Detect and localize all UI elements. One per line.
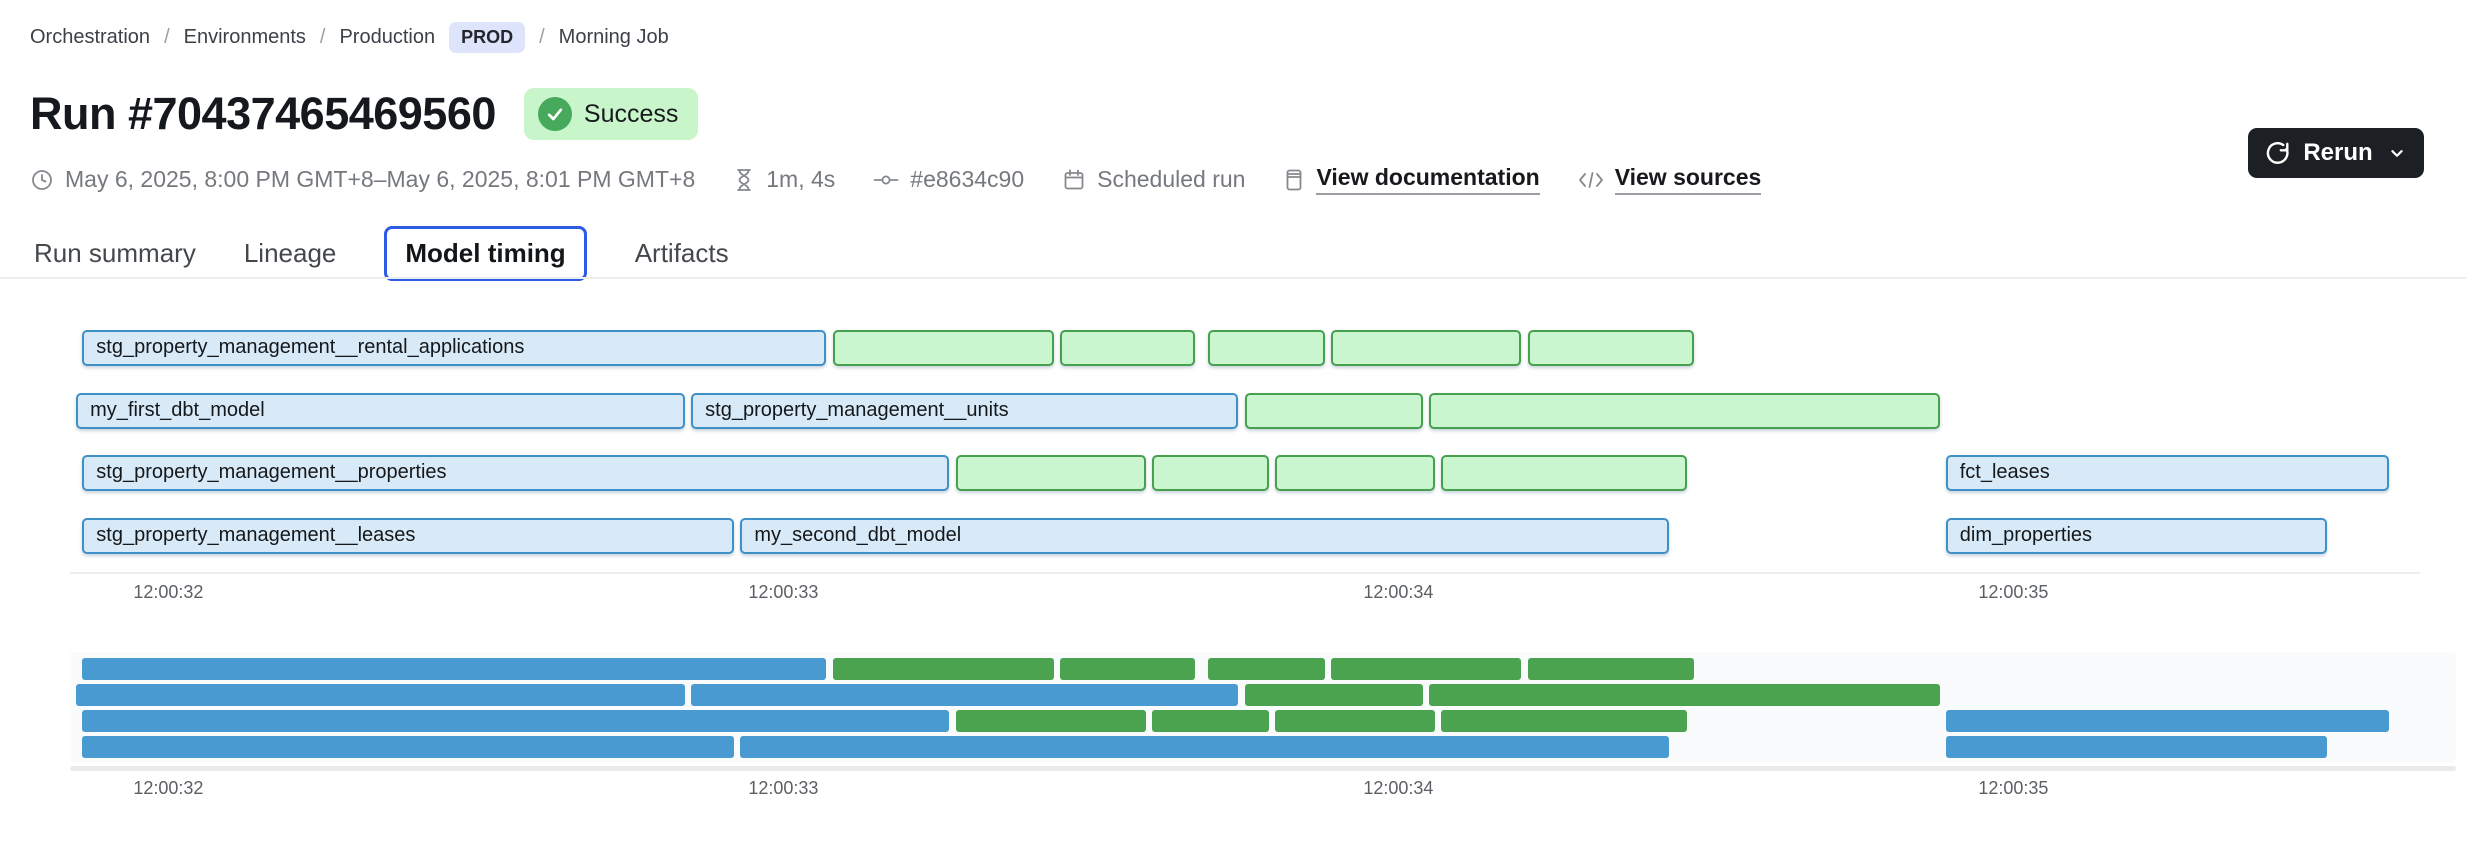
gantt-bar-dim_properties[interactable]: dim_properties xyxy=(1945,517,2328,554)
rerun-label: Rerun xyxy=(2303,139,2373,166)
minimap-bar-test[interactable] xyxy=(1060,658,1196,680)
time-tick-label: 12:00:34 xyxy=(1363,778,1434,798)
gantt-bar-label: stg_property_management__rental_applicat… xyxy=(96,336,525,358)
minimap-bar-test[interactable] xyxy=(955,710,1147,732)
minimap-bar-test[interactable] xyxy=(1527,658,1694,680)
gantt-bar-my_second_dbt_model[interactable]: my_second_dbt_model xyxy=(740,517,1669,554)
breadcrumb-separator: / xyxy=(319,26,326,48)
status-badge: Success xyxy=(523,88,699,140)
rerun-button[interactable]: Rerun xyxy=(2248,128,2424,178)
minimap-bar-test[interactable] xyxy=(1275,710,1436,732)
minimap-bar-stg_property_management__properties[interactable] xyxy=(82,710,950,732)
breadcrumb-production[interactable]: Production xyxy=(339,26,436,48)
gantt-bar-test[interactable] xyxy=(1207,330,1325,366)
minimap-bar-stg_property_management__rental_applications[interactable] xyxy=(82,658,827,680)
gantt-bar-fct_leases[interactable]: fct_leases xyxy=(1945,455,2389,491)
minimap-bar-stg_property_management__units[interactable] xyxy=(691,684,1239,706)
minimap-bar-test[interactable] xyxy=(1429,684,1940,706)
minimap-track[interactable] xyxy=(70,766,2456,771)
time-tick-label: 12:00:32 xyxy=(133,582,204,602)
gantt-bar-label: dim_properties xyxy=(1959,523,2093,546)
code-icon xyxy=(1578,171,1603,188)
time-tick-label: 12:00:34 xyxy=(1363,582,1434,602)
gantt-bar-label: stg_property_management__leases xyxy=(96,523,416,546)
run-tabs: Run summary Lineage Model timing Artifac… xyxy=(34,225,729,281)
gantt-bar-test[interactable] xyxy=(832,330,1054,366)
minimap-bar-my_second_dbt_model[interactable] xyxy=(740,736,1669,758)
gantt-bar-stg_property_management__leases[interactable]: stg_property_management__leases xyxy=(82,517,735,554)
breadcrumb-environments[interactable]: Environments xyxy=(183,26,306,48)
minimap-bar-test[interactable] xyxy=(1330,658,1522,680)
time-tick-label: 12:00:33 xyxy=(748,778,819,798)
title-row: Run #70437465469560 Success xyxy=(30,88,699,140)
view-documentation-link-item: View documentation xyxy=(1283,164,1540,195)
gantt-axis-line xyxy=(70,572,2420,574)
minimap-bar-my_first_dbt_model[interactable] xyxy=(76,684,685,706)
trigger-type: Scheduled run xyxy=(1062,166,1245,193)
commit-icon xyxy=(873,174,899,184)
run-duration: 1m, 4s xyxy=(733,166,835,193)
document-icon xyxy=(1287,169,1302,190)
chevron-down-icon xyxy=(2390,150,2403,157)
minimap-bar-test[interactable] xyxy=(1152,710,1270,732)
gantt-bar-label: my_first_dbt_model xyxy=(90,398,265,421)
breadcrumb: Orchestration / Environments / Productio… xyxy=(30,22,669,53)
check-icon xyxy=(537,97,572,131)
breadcrumb-separator: / xyxy=(539,26,545,48)
gantt-minimap: 12:00:32 12:00:33 12:00:34 12:00:35 xyxy=(70,650,2456,820)
gantt-bar-test[interactable] xyxy=(1152,455,1270,491)
time-tick-label: 12:00:32 xyxy=(133,778,204,798)
time-tick-label: 12:00:35 xyxy=(1978,582,2049,602)
breadcrumb-orchestration[interactable]: Orchestration xyxy=(30,26,151,48)
gantt-bar-stg_property_management__properties[interactable]: stg_property_management__properties xyxy=(82,455,950,491)
gantt-bar-test[interactable] xyxy=(1060,330,1196,366)
gantt-bar-test[interactable] xyxy=(1441,455,1688,491)
gantt-bar-test[interactable] xyxy=(1527,330,1694,366)
tab-model-timing[interactable]: Model timing xyxy=(384,225,587,281)
page-title: Run #70437465469560 xyxy=(30,88,496,139)
gantt-bar-label: stg_property_management__properties xyxy=(96,461,447,483)
model-timing-gantt: stg_property_management__rental_applicat… xyxy=(70,300,2420,612)
minimap-bar-test[interactable] xyxy=(832,658,1054,680)
hourglass-icon xyxy=(737,168,752,191)
run-meta-row: May 6, 2025, 8:00 PM GMT+8–May 6, 2025, … xyxy=(30,164,1762,195)
refresh-icon xyxy=(2267,142,2289,164)
gantt-bar-test[interactable] xyxy=(1244,392,1423,429)
status-label: Success xyxy=(583,99,679,128)
view-documentation-link[interactable]: View documentation xyxy=(1316,164,1540,195)
gantt-bar-label: my_second_dbt_model xyxy=(754,523,962,546)
gantt-bar-test[interactable] xyxy=(1330,330,1522,366)
gantt-bar-label: fct_leases xyxy=(1959,461,2050,483)
clock-icon xyxy=(32,169,52,190)
gantt-bar-test[interactable] xyxy=(1429,392,1940,429)
breadcrumb-current-job: Morning Job xyxy=(558,26,669,48)
minimap-bar-test[interactable] xyxy=(1244,684,1423,706)
minimap-bar-test[interactable] xyxy=(1441,710,1688,732)
minimap-bar-test[interactable] xyxy=(1207,658,1325,680)
gantt-bar-stg_property_management__rental_applications[interactable]: stg_property_management__rental_applicat… xyxy=(82,330,827,366)
time-tick-label: 12:00:33 xyxy=(748,582,819,602)
minimap-bar-fct_leases[interactable] xyxy=(1945,710,2389,732)
run-time-range: May 6, 2025, 8:00 PM GMT+8–May 6, 2025, … xyxy=(30,166,695,193)
gantt-bar-test[interactable] xyxy=(1275,455,1436,491)
environment-badge: PROD xyxy=(449,22,526,53)
commit-hash: #e8634c90 xyxy=(873,166,1024,193)
gantt-bar-my_first_dbt_model[interactable]: my_first_dbt_model xyxy=(76,392,685,429)
view-sources-link-item: View sources xyxy=(1578,164,1762,195)
gantt-bar-label: stg_property_management__units xyxy=(705,398,1009,421)
gantt-bar-test[interactable] xyxy=(955,455,1147,491)
breadcrumb-separator: / xyxy=(164,26,170,48)
tabs-divider xyxy=(0,277,2466,279)
gantt-bar-stg_property_management__units[interactable]: stg_property_management__units xyxy=(691,392,1239,429)
minimap-bar-dim_properties[interactable] xyxy=(1945,736,2328,758)
time-tick-label: 12:00:35 xyxy=(1978,778,2049,798)
tab-run-summary[interactable]: Run summary xyxy=(34,237,196,268)
tab-artifacts[interactable]: Artifacts xyxy=(634,237,729,268)
minimap-bar-stg_property_management__leases[interactable] xyxy=(82,736,735,758)
tab-lineage[interactable]: Lineage xyxy=(243,237,337,268)
calendar-icon xyxy=(1064,169,1084,189)
view-sources-link[interactable]: View sources xyxy=(1614,164,1762,195)
